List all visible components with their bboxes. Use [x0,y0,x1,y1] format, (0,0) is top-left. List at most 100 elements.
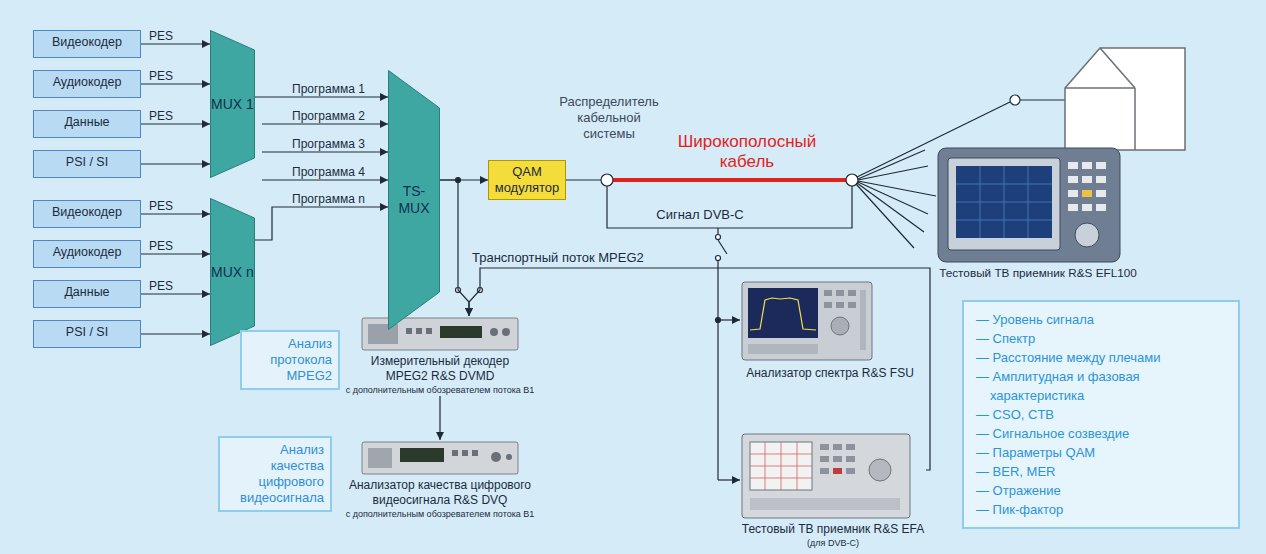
fsu-device [748,344,818,354]
dvq-device [462,450,468,456]
cable-network [564,179,601,180]
cable-network [858,150,925,179]
cable-network [858,181,936,196]
callout-box: Анализ качества цифрового видеосигнала [218,436,332,512]
list-item: — CSO, CTB [976,405,1228,424]
dvmd-device [490,328,498,336]
efl100-device [956,166,1052,238]
efa-device [846,456,855,462]
cable-network [718,479,740,480]
multiplexer: MUX n [210,198,255,346]
annotation-label: Сигнал DVB-C [654,207,745,222]
efl100-device [1075,223,1099,247]
cable-network [718,240,727,254]
connector-arrow [141,43,210,44]
connector-arrow [141,123,210,124]
dvmd-device [362,318,518,350]
device-note: с дополнительным обозревателем потока B1 [342,384,538,396]
encoder-box: Видеокодер [33,200,141,228]
connector-arrow [141,163,210,164]
encoder-box: Аудиокодер [33,70,141,98]
connector-arrow [141,83,210,84]
efl100-device [1068,190,1078,197]
efa-device [750,442,812,490]
efl100-device [956,166,1052,238]
efa-device [750,498,900,510]
video-analyzer: Анализатор качества цифрового видеосигна… [335,440,545,520]
cable-network [718,319,740,320]
fsu-device [848,302,856,308]
box-label: PSI / SI [34,321,140,344]
list-item: — Спектр [976,329,1228,348]
cable-network [717,261,718,480]
mux-label: MUX n [211,264,254,281]
efa-device [869,459,891,481]
efa-device [833,444,842,450]
box-label: Аудиокодер [34,71,140,94]
device-note: с дополнительным обозревателем потока B1 [335,508,545,520]
encoder-box: Аудиокодер [33,240,141,268]
cable-network [716,256,721,261]
efl100-device [1096,176,1106,183]
callout-box: Анализ протокола MPEG2 [240,330,340,390]
box-label: QAM модулятор [491,164,563,196]
house-outline [1065,87,1135,89]
cable-network [858,166,928,180]
fsu-device [742,282,872,360]
house-outline [1100,48,1135,88]
annotation-label: Транспортный поток MPEG2 [470,250,646,265]
edge-label: PES [147,279,175,293]
list-item: — Расстояние между плечами [976,348,1228,367]
encoder-box: Видеокодер [33,30,141,58]
fsu-device [860,290,866,350]
efl100-device [1082,162,1092,169]
box-label: Данные [34,281,140,304]
efa-device [820,456,829,462]
efa-device [846,468,855,474]
cable-network [1010,95,1020,105]
device-caption: Тестовый ТВ приемник R&S EFA [740,522,926,537]
efl100-device [1096,204,1106,211]
list-item: — Сигнальное созвездие [976,424,1228,443]
fsu-device [831,317,849,335]
efl100-device [1068,204,1078,211]
annotation-label: Распределитель кабельной системы [553,94,665,142]
program-lines [262,151,388,152]
dvq-device [452,450,458,456]
efl100-device [938,148,1120,262]
encoder-box: Данные [33,110,141,138]
dvq-device [362,442,518,474]
dvq-device [472,450,478,456]
cable-network [856,184,914,248]
connector-arrow [255,96,388,97]
efl100-device [1082,204,1092,211]
list-item: — Амплитудная и фазовая характеристика [976,367,1228,405]
qam-modulator: QAM модулятор [488,160,566,200]
callout-text: Анализ качества цифрового видеосигнала [226,442,324,506]
efa-device [742,434,910,518]
fsu-device [748,288,818,338]
ts-multiplexer: TS- MUX [388,70,440,330]
edge-label: PES [147,239,175,253]
device-caption: Анализатор качества цифрового видеосигна… [340,478,540,508]
edge-label: PES [147,69,175,83]
dvmd-device [440,326,482,338]
edge-label: Программа n [290,192,367,206]
cable-network [717,228,718,234]
efa-device [820,444,829,450]
fsu-device [750,298,816,330]
box-label: Видеокодер [34,31,140,54]
edge-label: PES [147,29,175,43]
efa-device [833,468,842,474]
efl100-device [1096,162,1106,169]
program-lines [262,123,388,124]
fsu-device [848,290,856,296]
connector-arrow [141,333,210,334]
box-label: Аудиокодер [34,241,140,264]
efl100-device [1082,176,1092,183]
efa-device [820,468,829,474]
cable-network [601,174,613,186]
dvmd-device [502,328,510,336]
device-caption: Тестовый ТВ приемник R&S EFL100 [938,266,1138,281]
